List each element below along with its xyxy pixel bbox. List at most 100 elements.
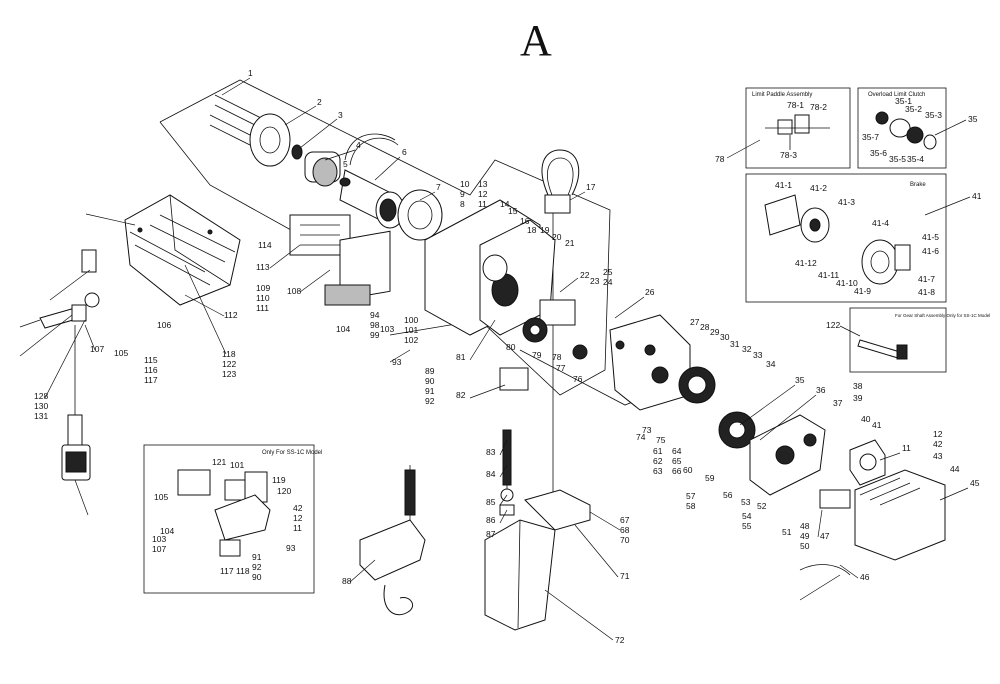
svg-text:41-4: 41-4 (872, 218, 889, 228)
callout-number: 28 (700, 322, 710, 332)
callout-number: 99 (370, 330, 380, 340)
callout-number: 98 (370, 320, 380, 330)
page-title: A (520, 16, 552, 65)
svg-text:42: 42 (293, 503, 303, 513)
callout-number: 60 (683, 465, 693, 475)
overload-clutch-title: Overload Limit Clutch (868, 92, 925, 98)
callout-number: 63 (653, 466, 663, 476)
callout-number: 111 (256, 303, 269, 313)
callout-number: 71 (620, 571, 630, 581)
callout-number: 41 (872, 420, 882, 430)
callout-number: 37 (833, 398, 843, 408)
svg-text:90: 90 (252, 572, 262, 582)
callout-number: 92 (425, 396, 435, 406)
callout-number: 44 (950, 464, 960, 474)
callout-number: 48 (800, 521, 810, 531)
section-outlines (159, 79, 651, 520)
callout-number: 128 (34, 391, 48, 401)
svg-text:104: 104 (160, 526, 174, 536)
callout-number: 40 (861, 414, 871, 424)
svg-text:41-2: 41-2 (810, 183, 827, 193)
callout-number: 82 (456, 390, 466, 400)
callout-number: 55 (742, 521, 752, 531)
motor-assembly (209, 94, 443, 241)
callout-number: 87 (486, 529, 496, 539)
callout-number: 35 (795, 375, 805, 385)
callout-number: 114 (258, 240, 272, 250)
svg-text:35-1: 35-1 (895, 96, 912, 106)
gear-housing (424, 199, 576, 336)
svg-text:78-3: 78-3 (780, 150, 797, 160)
callout-number: 3 (338, 110, 343, 120)
callout-number: 13 (478, 179, 488, 189)
callout-number: 38 (853, 381, 863, 391)
right-gearbox (749, 414, 946, 576)
control-boards (289, 214, 391, 306)
callout-number: 78 (552, 352, 562, 362)
callout-number: 70 (620, 535, 630, 545)
callout-number: 118 (222, 349, 236, 359)
callout-number: 65 (672, 456, 682, 466)
callout-number: 90 (425, 376, 435, 386)
svg-text:101: 101 (230, 460, 244, 470)
callout-number: 23 (590, 276, 600, 286)
callout-number: 47 (820, 531, 830, 541)
callout-number: 24 (603, 277, 613, 287)
callout-number: 94 (370, 310, 380, 320)
callout-limit-paddle-ref: 78 (715, 154, 725, 164)
callout-number: 21 (565, 238, 575, 248)
svg-text:91: 91 (252, 552, 262, 562)
callout-number: 76 (573, 374, 583, 384)
svg-text:78-2: 78-2 (810, 102, 827, 112)
callout-number: 80 (506, 342, 516, 352)
callout-number: 112 (224, 310, 238, 320)
motor-cover (124, 194, 241, 306)
callout-number: 17 (586, 182, 596, 192)
callout-number: 12 (933, 429, 943, 439)
callout-number: 102 (404, 335, 418, 345)
callout-number: 10 (460, 179, 470, 189)
callout-number: 5 (343, 159, 348, 169)
callout-number: 103 (380, 324, 394, 334)
callout-number: 33 (753, 350, 763, 360)
svg-text:41-11: 41-11 (818, 270, 839, 280)
svg-text:41-7: 41-7 (918, 274, 935, 284)
callout-number: 105 (114, 348, 128, 358)
callout-number: 115 (144, 355, 158, 365)
callout-number: 113 (256, 262, 270, 272)
callout-number: 57 (686, 491, 696, 501)
callout-number: 51 (782, 527, 792, 537)
callout-number: 73 (642, 425, 652, 435)
callout-number: 68 (620, 525, 630, 535)
callout-number: 117 (144, 375, 158, 385)
callout-number: 61 (653, 446, 663, 456)
callout-number: 26 (645, 287, 655, 297)
callout-number: 81 (456, 352, 466, 362)
callout-number: 108 (287, 286, 301, 296)
callout-number: 1 (248, 68, 253, 78)
callout-number: 36 (816, 385, 826, 395)
gear-shaft-title: For Gear Shaft Assembly Only for SS-1C M… (895, 313, 990, 318)
callout-number: 18 (527, 225, 537, 235)
callout-number: 109 (256, 283, 270, 293)
callout-number: 14 (500, 199, 510, 209)
svg-text:121: 121 (212, 457, 226, 467)
callout-number: 72 (615, 635, 625, 645)
callout-number: 45 (970, 478, 980, 488)
callout-number: 91 (425, 386, 435, 396)
callout-number: 53 (741, 497, 751, 507)
inset-limit-paddle: Limit Paddle Assembly 78-1 78-2 78-3 (745, 87, 851, 169)
callout-number: 107 (90, 344, 104, 354)
callout-number: 58 (686, 501, 696, 511)
callout-number: 19 (540, 225, 550, 235)
callout-number: 50 (800, 541, 810, 551)
brake-title: Brake (910, 182, 926, 188)
callout-number: 20 (552, 232, 562, 242)
callout-number: 56 (723, 490, 733, 500)
callout-number: 83 (486, 447, 496, 457)
svg-text:41-12: 41-12 (795, 258, 817, 268)
callout-number: 130 (34, 401, 48, 411)
callout-gear-shaft-ref: 122 (826, 320, 840, 330)
callout-number: 29 (710, 327, 720, 337)
